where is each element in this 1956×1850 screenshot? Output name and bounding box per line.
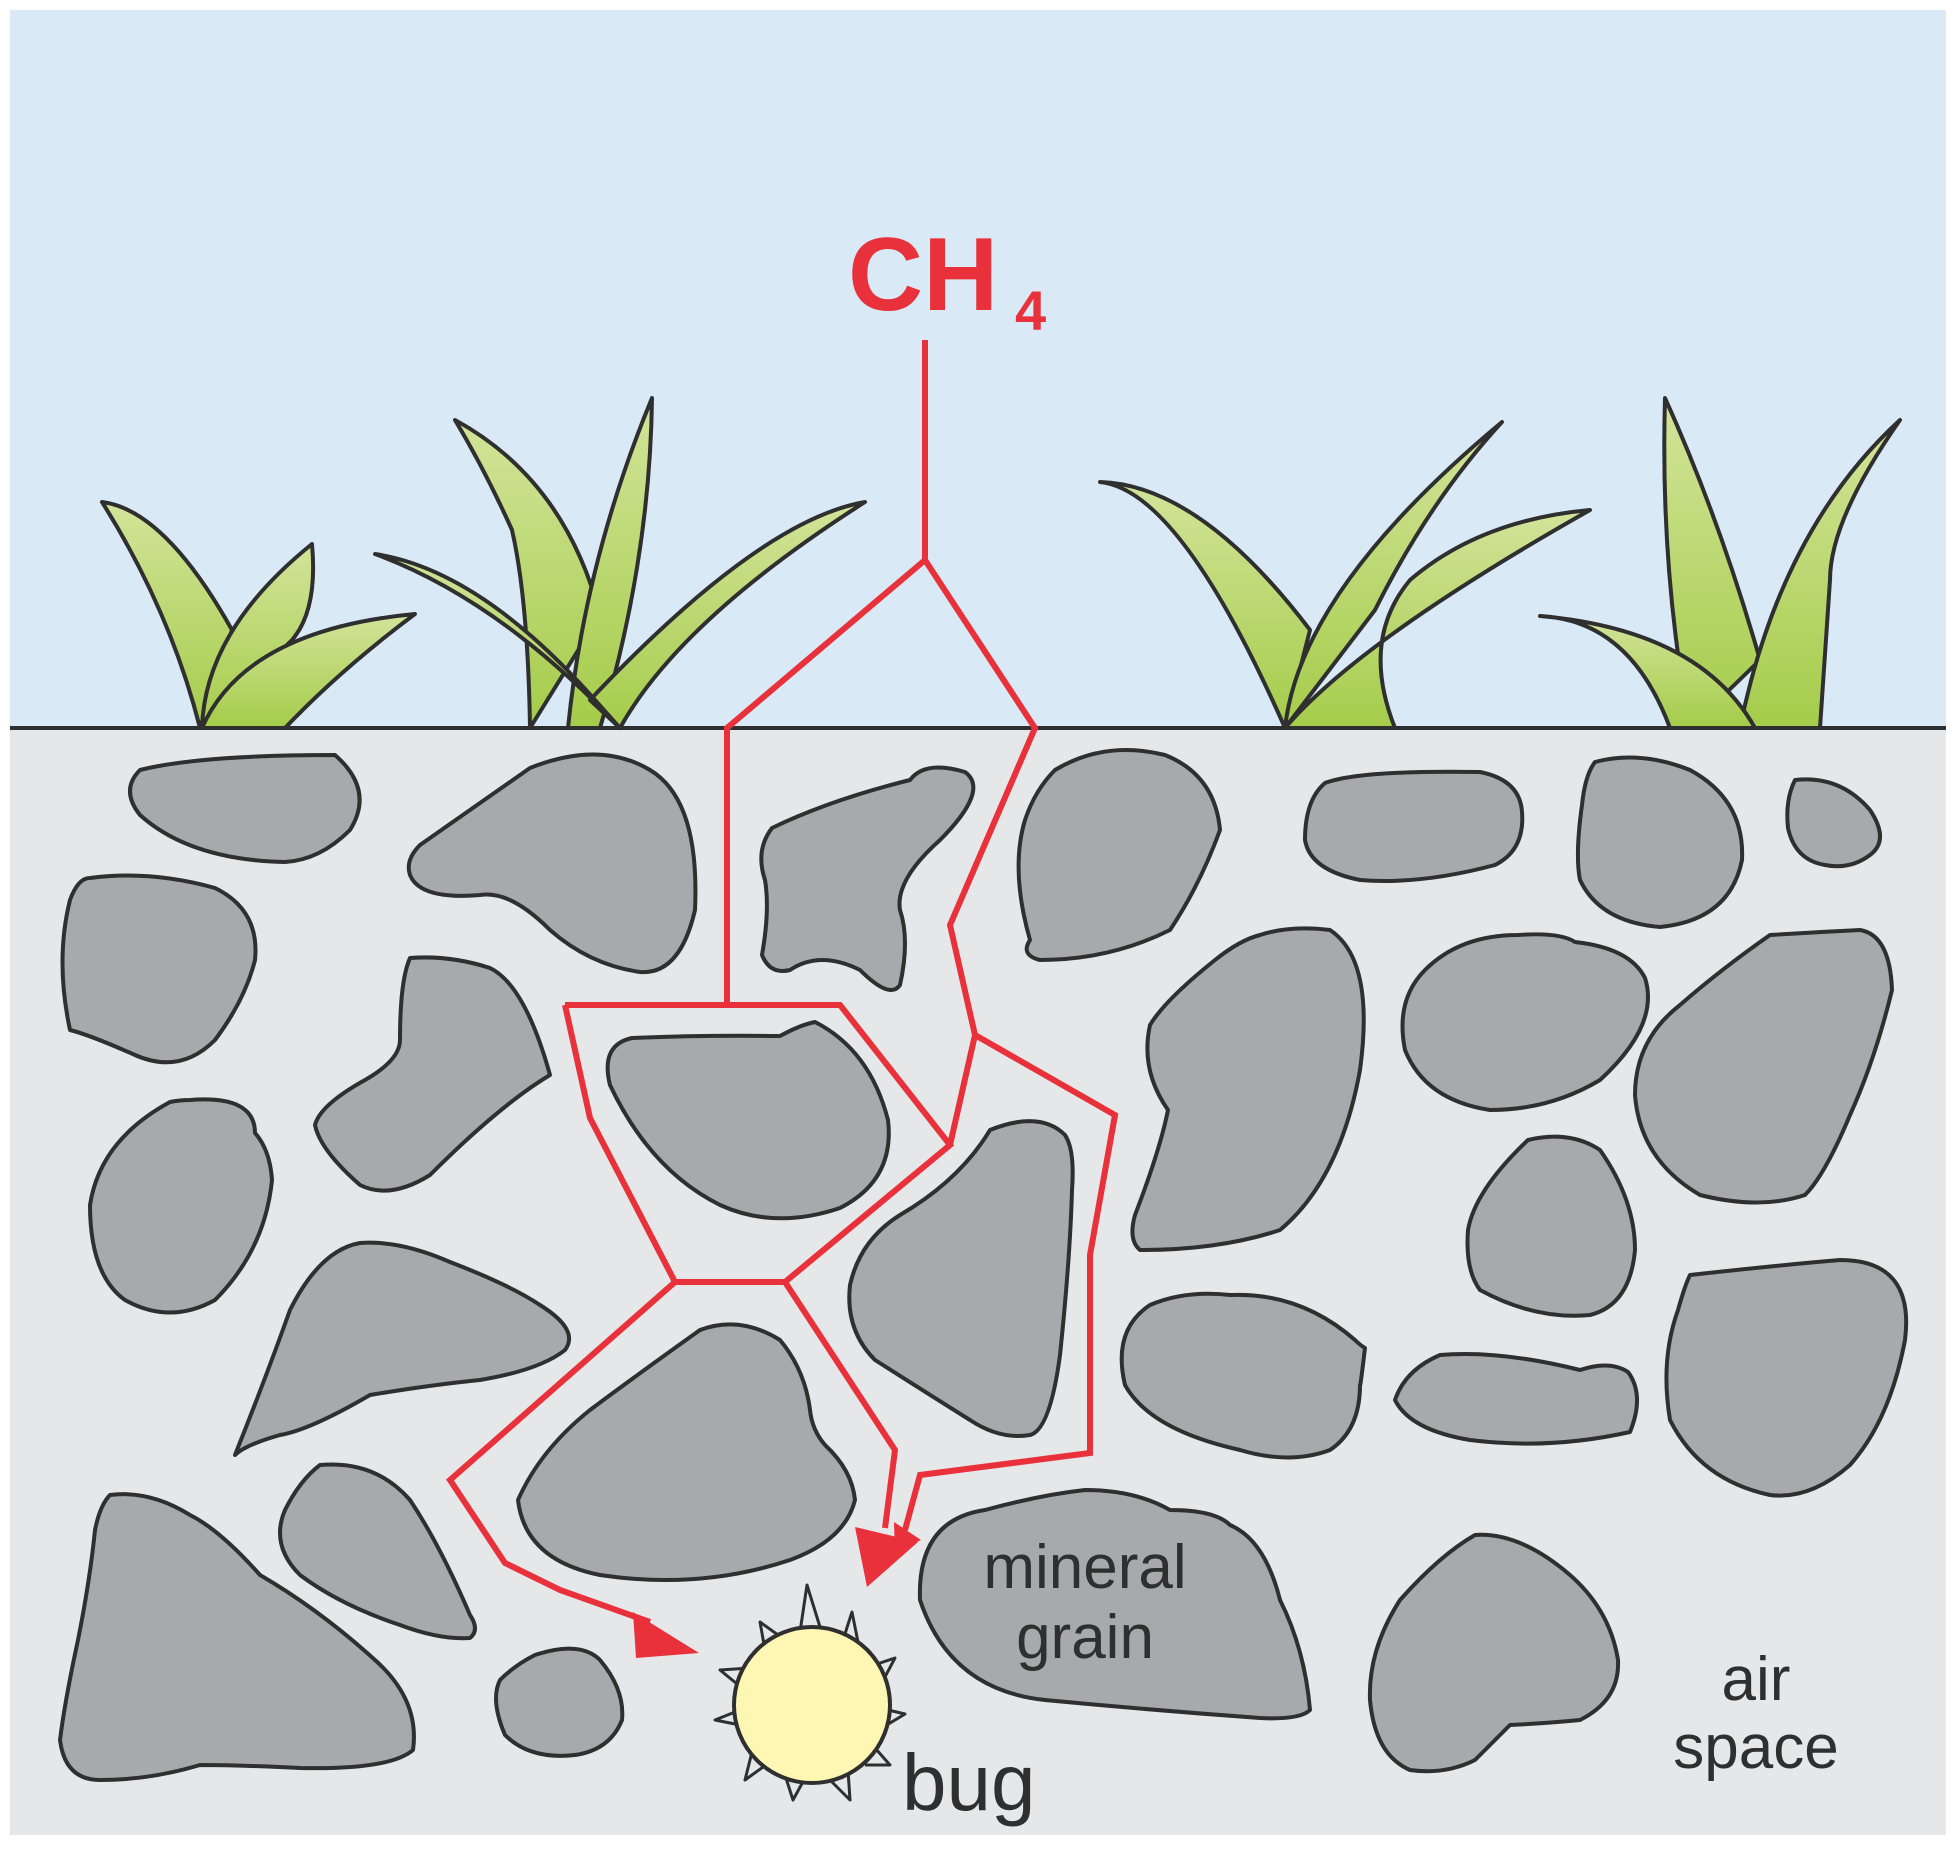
methane-path-left [446, 1279, 677, 1625]
air-space-label-line2: space [1673, 1713, 1838, 1782]
bug-label: bug [902, 1738, 1035, 1827]
grain [1130, 926, 1366, 1252]
formula-label: CH 4 [848, 217, 1046, 342]
grain [58, 1492, 416, 1782]
bug-spikes [713, 1583, 907, 1802]
methane-formula-subscript: 4 [1015, 279, 1046, 342]
methane-diffusion-paths [446, 340, 1119, 1625]
grain [406, 752, 698, 975]
mineral-grain-label-line2: grain [1016, 1603, 1154, 1672]
plant-4 [1538, 396, 1902, 730]
mineral-grains [58, 748, 1909, 1782]
grain [605, 1020, 891, 1221]
grain [88, 1097, 274, 1315]
methane-path-right [922, 558, 1039, 1146]
grain [1465, 1134, 1637, 1318]
methane-formula: CH [848, 217, 998, 333]
grain [1367, 1532, 1621, 1774]
methane-path-far-right [902, 1032, 1119, 1531]
bug [713, 1583, 907, 1802]
grain [516, 1322, 857, 1582]
grain [1664, 1258, 1909, 1498]
mineral-grain-label-line1: mineral [983, 1533, 1186, 1602]
grain [1016, 748, 1222, 962]
plant-3 [1098, 420, 1592, 730]
plants [100, 396, 1902, 730]
grain [233, 1240, 571, 1457]
grain [1400, 932, 1650, 1112]
grain [1119, 1291, 1367, 1460]
grain [278, 1462, 477, 1641]
sky [10, 10, 1946, 728]
grain [1633, 928, 1894, 1205]
arrowhead-to-bug [633, 1612, 699, 1658]
air-space-label-line1: air [1722, 1645, 1791, 1714]
grain [1393, 1352, 1640, 1446]
methane-path-stem [724, 340, 928, 1005]
grain [1575, 755, 1745, 929]
plant-2 [373, 396, 867, 730]
arrowhead-right [894, 1522, 921, 1552]
grain [1303, 769, 1525, 883]
grain [494, 1646, 625, 1758]
grain [1785, 777, 1882, 869]
grain [128, 753, 362, 864]
grain [917, 1488, 1312, 1721]
plant-1 [100, 500, 417, 730]
methane-arrowheads [633, 1522, 921, 1658]
bug-body [732, 1625, 892, 1785]
methane-path-center [782, 1280, 899, 1529]
grain [759, 765, 976, 992]
grain [60, 873, 258, 1065]
grain [313, 955, 552, 1193]
grain [847, 1119, 1075, 1438]
